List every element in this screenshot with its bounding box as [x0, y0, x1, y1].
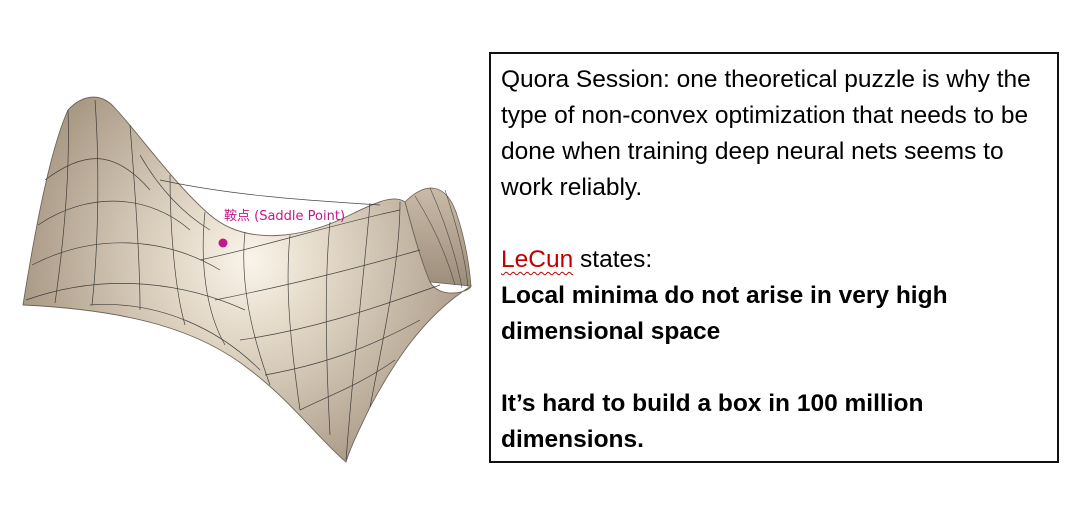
conclusion-text: It’s hard to build a box in 100 million …: [501, 390, 924, 453]
claim-text: Local minima do not arise in very high d…: [501, 282, 948, 345]
surface-grid-lines: [25, 99, 441, 461]
saddle-point-marker: [218, 238, 228, 248]
ridge-lines: [414, 187, 469, 289]
text-box: Quora Session: one theoretical puzzle is…: [489, 52, 1059, 463]
saddle-surface-figure: [22, 96, 472, 463]
lecun-states: states:: [573, 246, 653, 273]
saddle-surface: [22, 96, 472, 463]
lecun-name: LeCun: [501, 246, 574, 273]
intro-text: Quora Session: one theoretical puzzle is…: [501, 66, 1031, 201]
saddle-point-label: 鞍点 (Saddle Point): [224, 209, 346, 224]
lecun-line: LeCun states:: [501, 242, 1047, 278]
